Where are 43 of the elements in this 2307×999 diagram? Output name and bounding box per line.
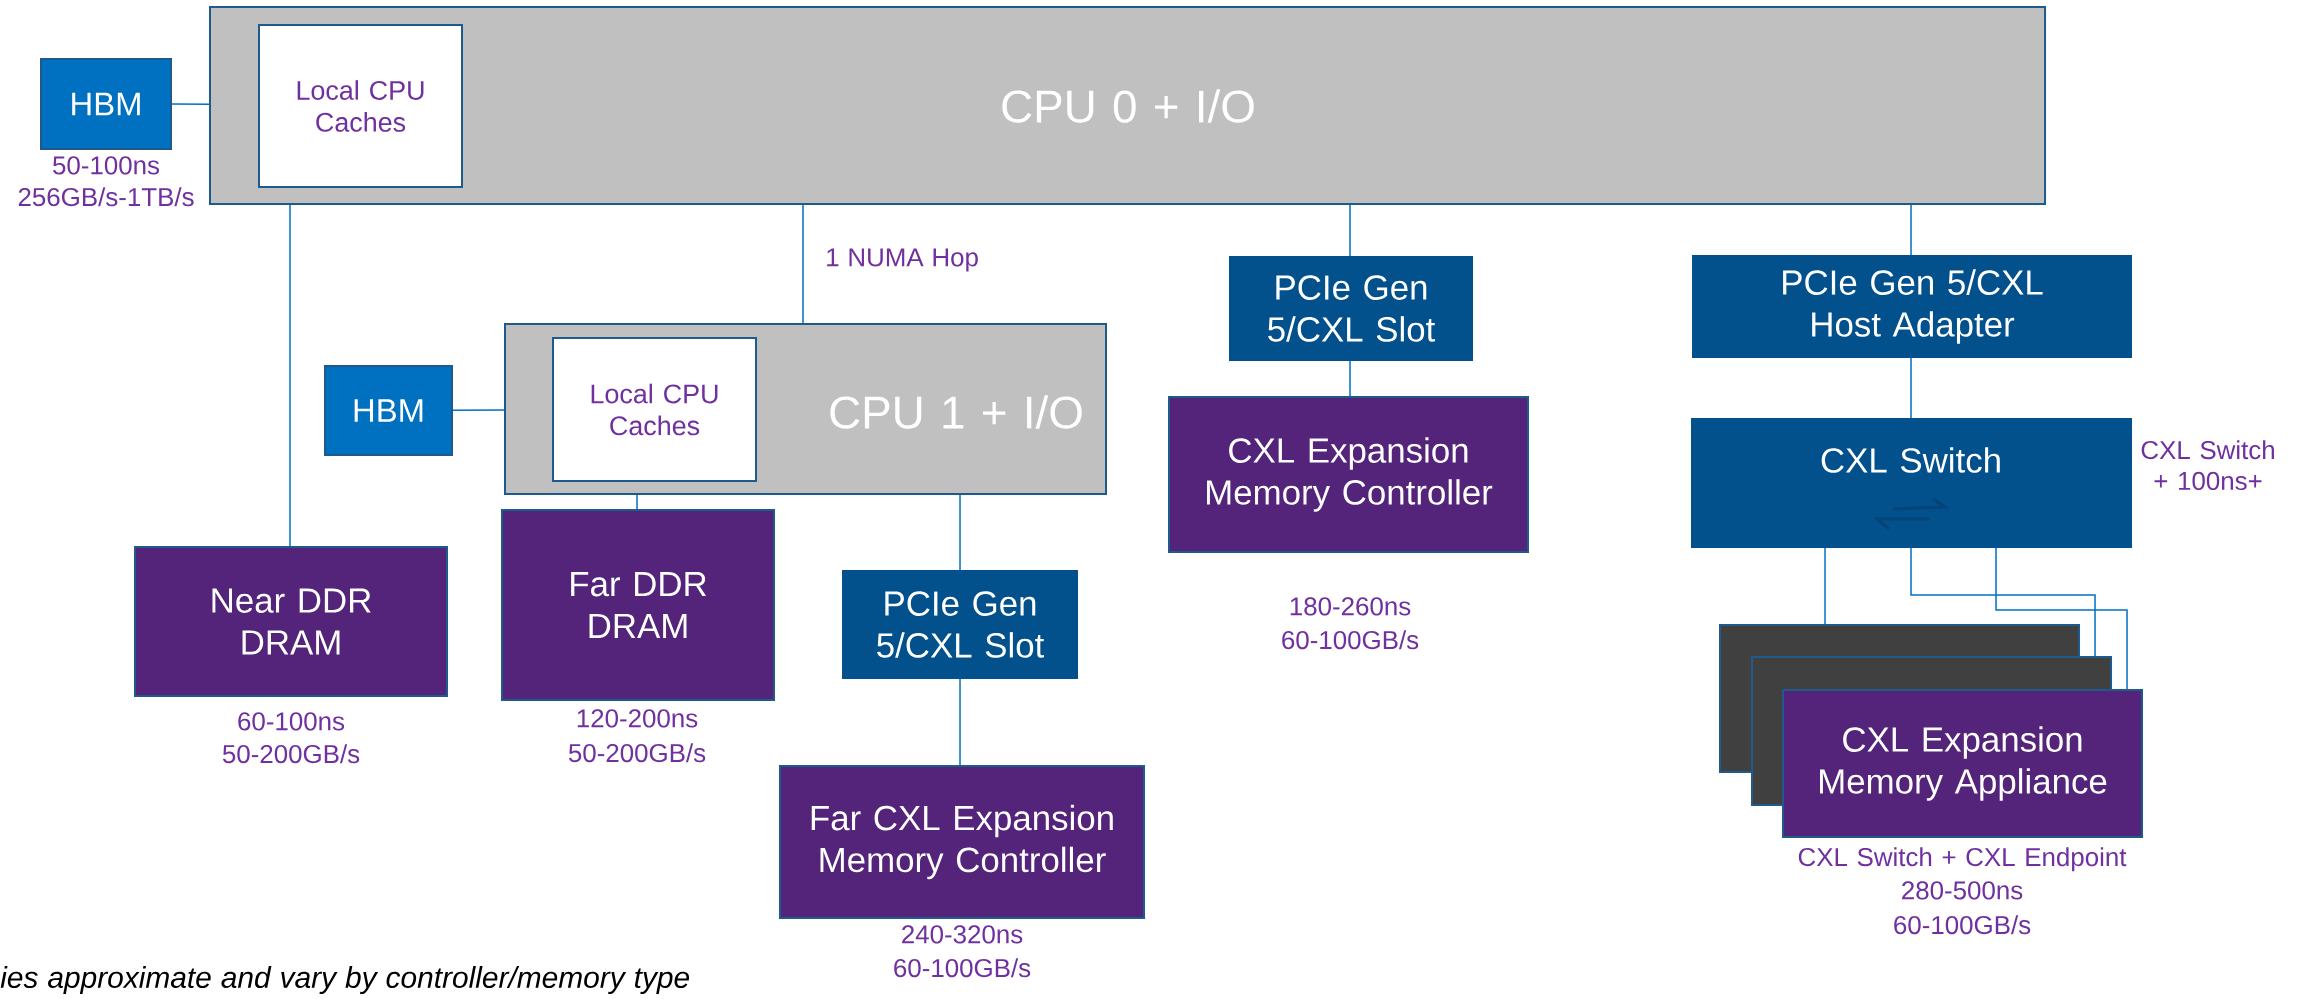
- adapter-box: PCIe Gen 5/CXL Host Adapter: [1692, 255, 2133, 358]
- switch-box: CXL Switch: [1691, 418, 2133, 548]
- latency-note: CXL Switch + CXL Endpoint: [1798, 847, 2127, 872]
- latency-note: 60-100GB/s: [1282, 630, 1419, 650]
- memory-controller-box: Far CXL Expansion Memory Controller: [779, 765, 1145, 919]
- connector-line: [289, 204, 291, 547]
- cache-box: Local CPU Caches: [552, 337, 757, 482]
- dram-box: Near DDR DRAM: [134, 546, 448, 697]
- connector-line: [802, 204, 804, 324]
- memory-box: HBM: [324, 365, 453, 456]
- edge-label: 1 NUMA Hop: [827, 248, 978, 272]
- latency-note: CXL Switch + 100ns+: [2141, 440, 2274, 491]
- connector-line: [636, 494, 638, 510]
- latency-note: 50-200GB/s: [222, 744, 360, 764]
- latency-note: 240-320ns: [902, 925, 1023, 944]
- connector-line: [171, 103, 210, 105]
- cache-box: Local CPU Caches: [258, 24, 463, 188]
- connector-line: [1824, 547, 1826, 625]
- latency-note: 60-100ns: [238, 712, 345, 731]
- latency-note: 256GB/s-1TB/s: [18, 187, 194, 207]
- connector-line: [1910, 547, 2096, 657]
- connector-line: [1349, 204, 1351, 257]
- latency-note: 120-200ns: [577, 709, 698, 728]
- latency-note: 60-100GB/s: [1894, 915, 2031, 935]
- slot-box: PCIe Gen 5/CXL Slot: [842, 570, 1078, 679]
- latency-note: 60-100GB/s: [894, 958, 1031, 978]
- dram-box: Far DDR DRAM: [501, 509, 775, 701]
- connector-line: [1349, 360, 1351, 397]
- latency-note: 50-100ns: [53, 156, 160, 175]
- connector-line: [452, 409, 505, 411]
- memory-controller-box: CXL Expansion Memory Controller: [1168, 396, 1529, 553]
- appliance-box: CXL Expansion Memory Appliance: [1782, 689, 2144, 838]
- slot-box: PCIe Gen 5/CXL Slot: [1229, 256, 1473, 361]
- connector-line: [959, 494, 961, 571]
- latency-note: 280-500ns: [1902, 881, 2023, 900]
- latency-note: 180-260ns: [1290, 597, 1411, 616]
- latency-note: 50-200GB/s: [568, 743, 706, 763]
- footnote: ies approximate and vary by controller/memory type: [0, 966, 690, 994]
- connector-line: [959, 678, 961, 766]
- memory-box: HBM: [40, 58, 172, 150]
- connector-line: [1910, 204, 1912, 256]
- connector-line: [1995, 547, 2128, 690]
- connector-line: [1910, 357, 1912, 419]
